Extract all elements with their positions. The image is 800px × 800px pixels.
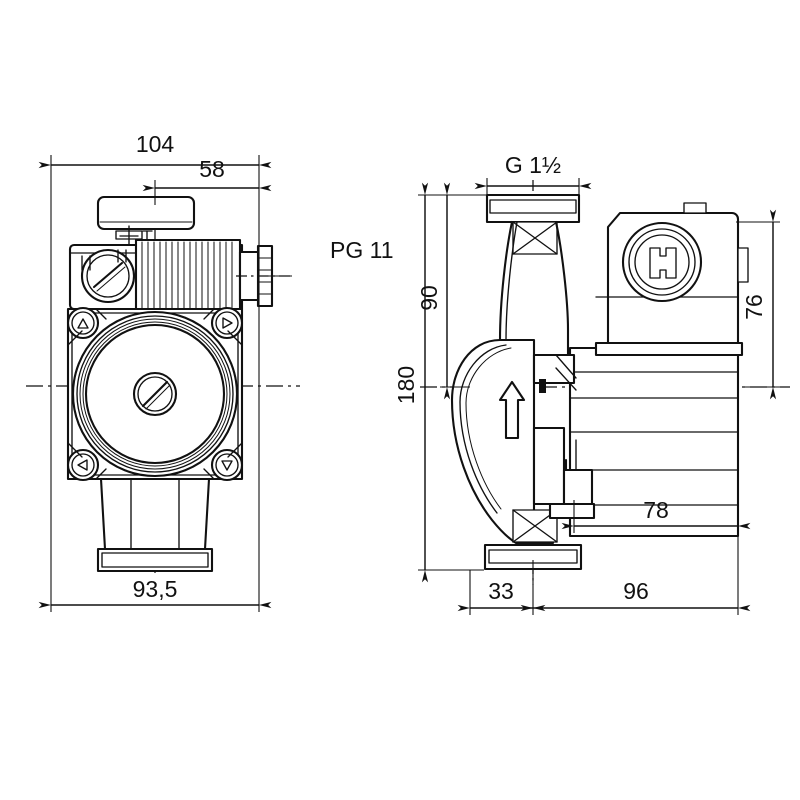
dim-label-93-5: 93,5 (133, 576, 178, 602)
dim-label-90: 90 (416, 285, 442, 311)
side-pump-body (450, 338, 555, 545)
dim-label-78: 78 (643, 497, 669, 523)
terminal-box-top-nub (683, 202, 707, 214)
housing-corner-gussets-2 (95, 308, 215, 480)
vent-screw-slot-edge (145, 384, 171, 410)
terminal-box-left-ribs (81, 255, 91, 271)
top-neck-left (498, 220, 514, 422)
top-flange-inner (489, 199, 577, 214)
dim-label-96: 96 (623, 578, 649, 604)
dim-label-76: 76 (741, 294, 767, 320)
dim-label-104: 104 (136, 131, 175, 157)
housing-circle-4 (82, 321, 228, 467)
dim-label-58: 58 (199, 156, 225, 182)
vent-screw-inner (137, 376, 173, 412)
bottom-flange-inner (101, 552, 209, 568)
selector-knob-slot-edge (96, 266, 126, 292)
volute-inner-wall-2 (465, 347, 512, 510)
callout-label-pg11: PG 11 (330, 237, 394, 263)
top-neck-left-inner (505, 221, 518, 421)
top-thread-cross (512, 221, 558, 255)
housing-bolt-bottom-right (210, 448, 244, 482)
housing-circle-2 (76, 315, 234, 473)
shaft-key-mark (539, 379, 546, 393)
motor-can-ribs (569, 371, 739, 506)
selector-knob-inner (86, 254, 130, 298)
motor-fins (141, 241, 233, 311)
side-selector-cap-ring3 (634, 234, 690, 290)
dim-label-33: 33 (488, 578, 514, 604)
motor-fin-block (134, 238, 242, 314)
top-flange (485, 193, 581, 224)
vent-screw-slot (141, 380, 169, 408)
front-view: 104 58 93,5 PG 11 (26, 131, 394, 612)
terminal-box-side-plinth (594, 341, 744, 357)
side-cable-gland (737, 247, 749, 283)
terminal-box-mid-ribs (117, 249, 127, 263)
housing-bolt-top-left (66, 306, 100, 340)
front-view-dimensions: 104 58 93,5 PG 11 (38, 131, 394, 612)
side-view-dimensions: G 1½ 90 180 76 78 33 (393, 152, 780, 615)
housing-bolt-top-right (210, 306, 244, 340)
bottom-flange-side-inner (488, 549, 578, 564)
terminal-box-lid (96, 195, 196, 231)
volute-inner-wall (459, 344, 507, 514)
dim-label-g1half: G 1½ (505, 152, 561, 178)
housing-circle-3 (79, 318, 231, 470)
selector-knob-slot (92, 261, 124, 289)
housing-corner-gussets (67, 330, 243, 458)
top-neck-right (554, 220, 570, 362)
dim-label-180: 180 (393, 366, 419, 404)
pump-neck-inner-lines (130, 478, 180, 550)
flow-direction-arrow-icon (498, 380, 526, 440)
front-lower-body (96, 477, 214, 573)
motor-bracket-ribs (555, 354, 577, 391)
pump-neck (99, 477, 211, 551)
side-motor-housing (532, 202, 749, 538)
side-top-port (485, 193, 581, 422)
motor-foot-boss (562, 468, 594, 506)
motor-base-plate (548, 502, 596, 520)
side-view: G 1½ 90 180 76 78 33 (393, 152, 790, 615)
motor-flange-lower (532, 426, 566, 506)
housing-bolt-bottom-left (66, 448, 100, 482)
bottom-flange (96, 547, 214, 573)
side-selector-cap-ring2 (628, 228, 696, 296)
front-terminal-box (68, 195, 292, 314)
side-selector-slot-glyph (649, 247, 677, 279)
front-pump-housing (66, 306, 244, 482)
